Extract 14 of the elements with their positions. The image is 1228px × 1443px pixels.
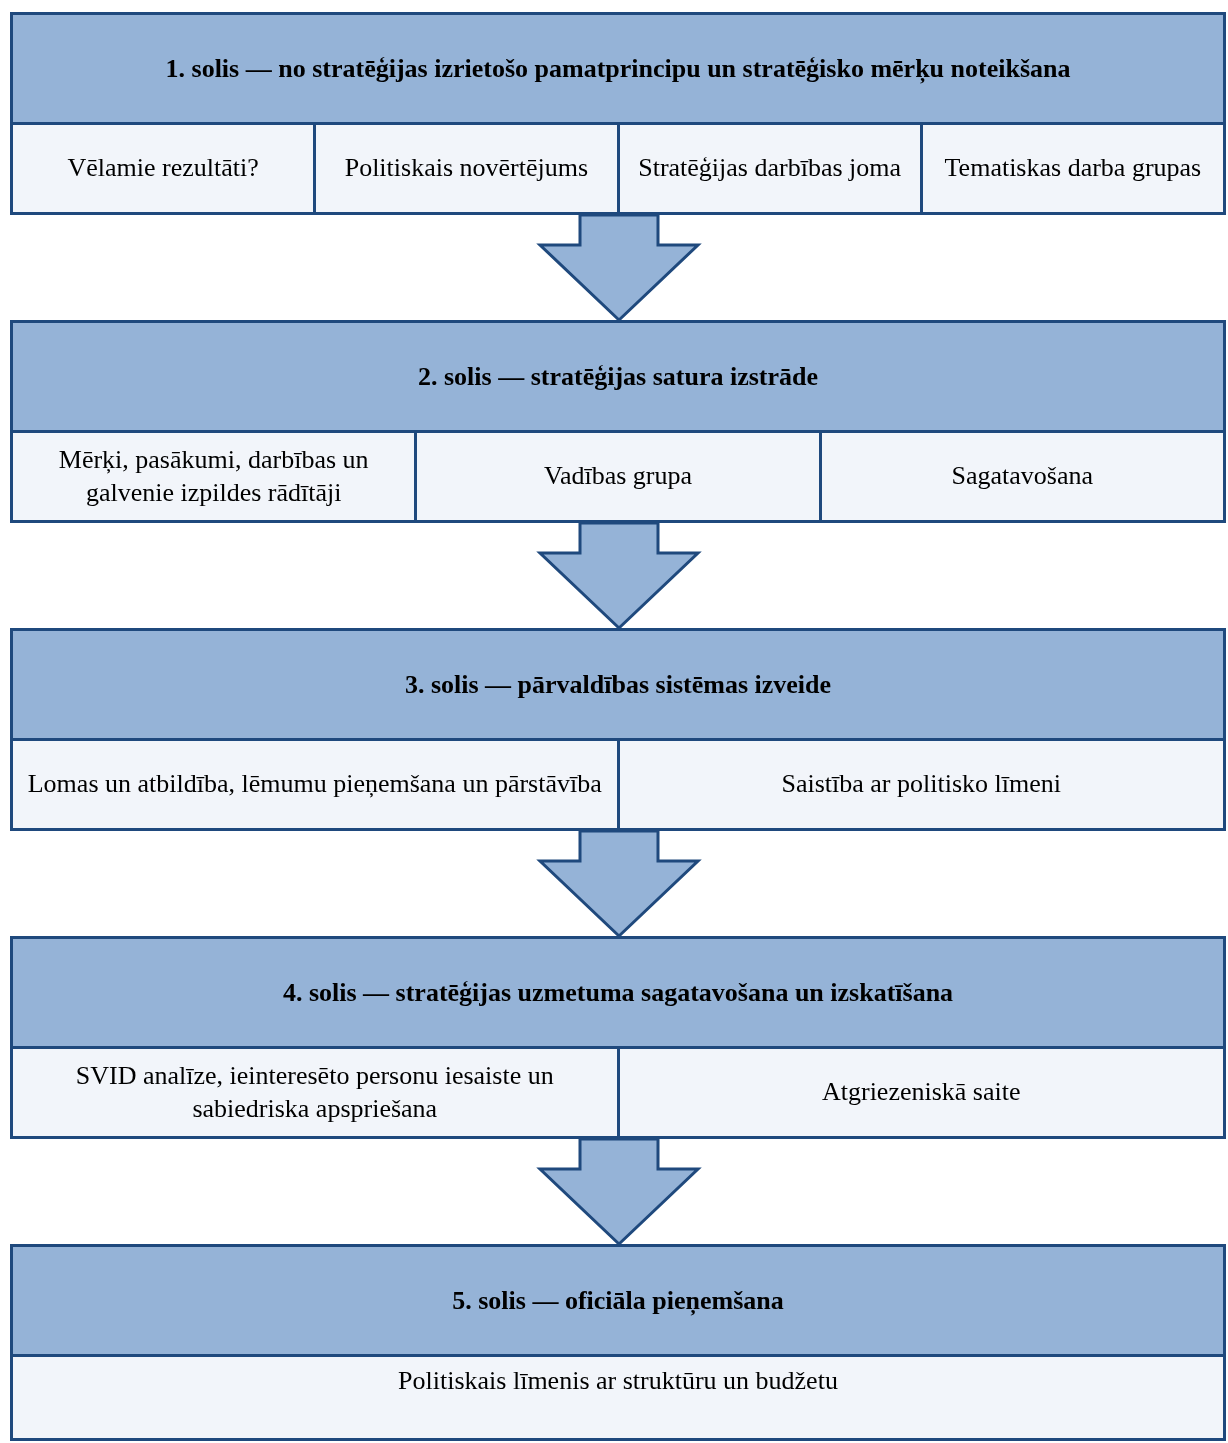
step-heading: 2. solis — stratēģijas satura izstrāde xyxy=(13,323,1223,430)
block-arrow xyxy=(536,213,702,323)
step-heading: 4. solis — stratēģijas uzmetuma sagatavošana un izskatīšana xyxy=(13,939,1223,1046)
block-arrow xyxy=(536,521,702,631)
block-arrow xyxy=(536,1137,702,1247)
step-panel xyxy=(10,628,1226,831)
step-heading: 5. solis — oficiāla pieņemšana xyxy=(13,1247,1223,1354)
step-panel xyxy=(10,1244,1226,1441)
step-panel xyxy=(10,12,1226,215)
step-heading: 1. solis — no stratēģijas izrietošo pamatprincipu un stratēģisko mērķu noteikšana xyxy=(13,15,1223,122)
step-panel xyxy=(10,320,1226,523)
block-arrow xyxy=(536,829,702,939)
step-panel xyxy=(10,936,1226,1139)
step-heading: 3. solis — pārvaldības sistēmas izveide xyxy=(13,631,1223,738)
